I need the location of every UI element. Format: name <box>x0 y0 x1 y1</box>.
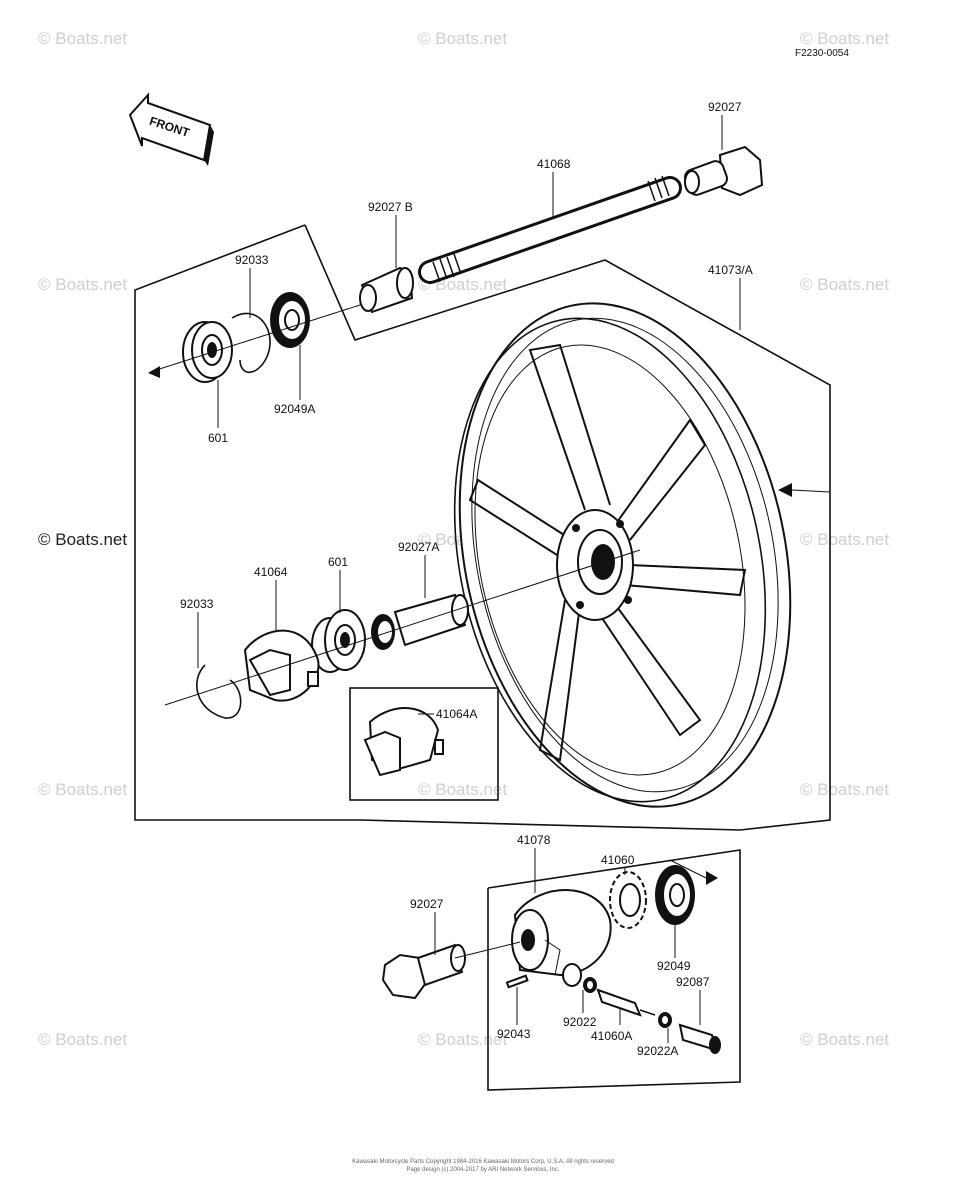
alignment-arrow-right <box>778 483 831 497</box>
label-92027-top: 92027 <box>708 100 742 114</box>
circlip-92033-top <box>231 312 271 374</box>
watermark: © Boats.net <box>800 530 889 549</box>
watermark: © Boats.net <box>800 1030 889 1049</box>
bearing-601-top <box>182 321 233 383</box>
watermark: © Boats.net <box>418 780 507 799</box>
label-41064: 41064 <box>254 565 288 579</box>
guide-line-mid <box>164 549 641 706</box>
front-arrow: FRONT <box>128 92 214 166</box>
bearing-601-mid <box>311 609 366 673</box>
copyright-footer: Kawasaki Motorcycle Parts Copyright 1984… <box>352 1159 614 1165</box>
label-41060: 41060 <box>601 853 635 867</box>
watermark: © Boats.net <box>38 29 127 48</box>
watermark: © Boats.net <box>38 275 127 294</box>
label-92027-bottom: 92027 <box>410 897 444 911</box>
watermark: © Boats.net <box>38 1030 127 1049</box>
copyright-footer-2: Page design (c) 2004-2017 by ARI Network… <box>406 1167 559 1173</box>
watermark: © Boats.net <box>38 530 127 549</box>
axle <box>418 175 682 284</box>
watermark: © Boats.net <box>38 780 127 799</box>
label-41060a: 41060A <box>591 1029 632 1043</box>
part-labels: 92027 41068 92027 B 41073/A 92033 92049A… <box>180 100 753 1058</box>
sleeve-92027a <box>371 593 469 650</box>
label-92022: 92022 <box>563 1015 597 1029</box>
watermark: © Boats.net <box>800 780 889 799</box>
circlip-92033-mid <box>196 664 242 719</box>
watermark: © Boats.net <box>800 275 889 294</box>
alignment-arrow-lower <box>669 859 718 885</box>
label-41073a: 41073/A <box>708 263 753 277</box>
label-41078: 41078 <box>517 833 551 847</box>
watermark: © Boats.net <box>418 29 507 48</box>
collar-92027-bottom <box>381 943 466 1000</box>
gear-stopper-41064 <box>243 629 320 702</box>
washer-92022 <box>562 963 597 993</box>
wheel-assembly-outline <box>134 224 831 831</box>
gear-41060 <box>609 871 647 929</box>
label-601-mid: 601 <box>328 555 348 569</box>
label-92049a: 92049A <box>274 402 315 416</box>
guide-line-lower <box>454 941 521 959</box>
oil-seal-92049 <box>655 865 695 925</box>
label-92033-top: 92033 <box>235 253 269 267</box>
label-92022a: 92022A <box>637 1044 678 1058</box>
washer-92022a <box>658 1012 672 1028</box>
gear-housing-outline <box>487 849 741 1091</box>
watermark: © Boats.net <box>800 29 889 48</box>
label-92049: 92049 <box>657 959 691 973</box>
label-601-top: 601 <box>208 431 228 445</box>
inset-41064a <box>349 687 499 801</box>
label-92027b: 92027 B <box>368 200 413 214</box>
label-92033-mid: 92033 <box>180 597 214 611</box>
label-92027a: 92027A <box>398 540 439 554</box>
pinion-41060a <box>596 988 656 1017</box>
label-92087: 92087 <box>676 975 710 989</box>
gear-housing-41078 <box>511 889 612 977</box>
bushing-92087 <box>678 1023 721 1054</box>
alignment-arrow-left <box>148 304 361 378</box>
label-41064a: 41064A <box>436 707 477 721</box>
pin-92043 <box>505 974 529 989</box>
oil-seal-92049a <box>270 292 310 348</box>
diagram-code: F2230-0054 <box>795 48 849 59</box>
label-92043: 92043 <box>497 1027 531 1041</box>
collar-92027b <box>359 266 414 314</box>
label-41068: 41068 <box>537 157 571 171</box>
watermark: © Boats.net <box>418 1030 507 1049</box>
leader-lines <box>197 115 741 1043</box>
collar-92027-top <box>684 145 764 197</box>
